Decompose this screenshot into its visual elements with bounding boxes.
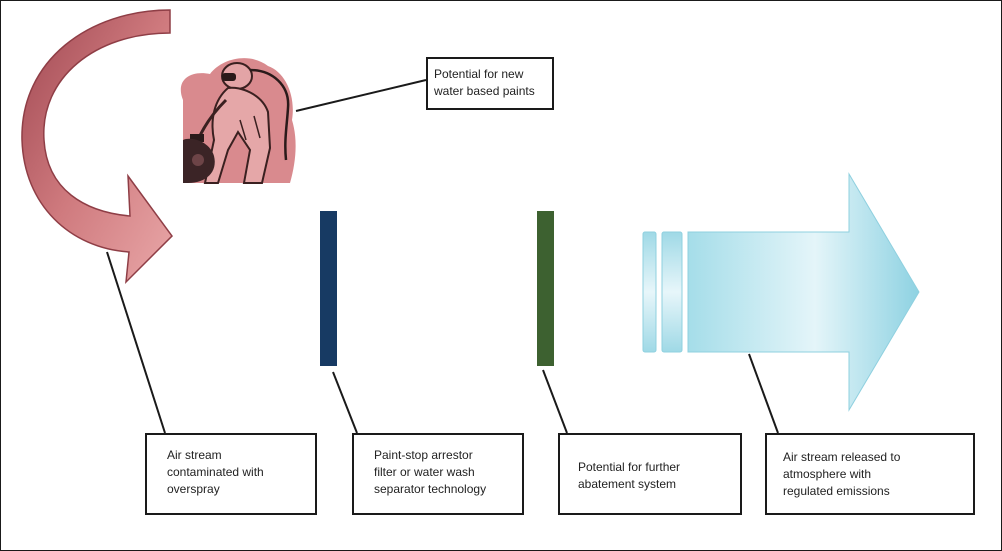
callout-contaminated-air: Air stream contaminated with overspray: [145, 433, 317, 515]
callout-text-line: separator technology: [374, 482, 487, 496]
callout-text-line: atmosphere with: [783, 467, 872, 481]
callout-text-line: Paint-stop arrestor: [374, 448, 473, 462]
callout-water-based-paints: Potential for new water based paints: [426, 57, 554, 110]
callout-text-line: regulated emissions: [783, 484, 890, 498]
leader-line-released: [748, 353, 779, 434]
callout-text-line: Air stream released to: [783, 450, 901, 464]
leader-line-airstream: [106, 251, 166, 434]
spray-painter-icon: [180, 58, 296, 184]
leader-line-abatement: [542, 369, 568, 434]
paint-stop-filter-bar: [320, 211, 337, 366]
callout-paint-stop-filter: Paint-stop arrestor filter or water wash…: [352, 433, 524, 515]
abatement-system-bar: [537, 211, 554, 366]
callout-abatement-system: Potential for further abatement system: [558, 433, 742, 515]
callout-text-line: Potential for new: [434, 67, 524, 81]
leader-line-paints: [295, 79, 427, 112]
leader-lines: [106, 79, 779, 434]
callout-text-line: Air stream: [167, 448, 222, 462]
callout-text-line: filter or water wash: [374, 465, 475, 479]
curved-arrow-icon: [21, 9, 173, 285]
callout-text-line: overspray: [167, 482, 220, 496]
callout-text-line: water based paints: [434, 84, 535, 98]
callout-text-line: Potential for further: [578, 460, 681, 474]
right-arrow-icon: [642, 172, 920, 412]
callout-released-air: Air stream released to atmosphere with r…: [765, 433, 975, 515]
leader-line-paintstop: [332, 371, 358, 434]
callout-text-line: contaminated with: [167, 465, 264, 479]
callout-text-line: abatement system: [578, 477, 677, 491]
